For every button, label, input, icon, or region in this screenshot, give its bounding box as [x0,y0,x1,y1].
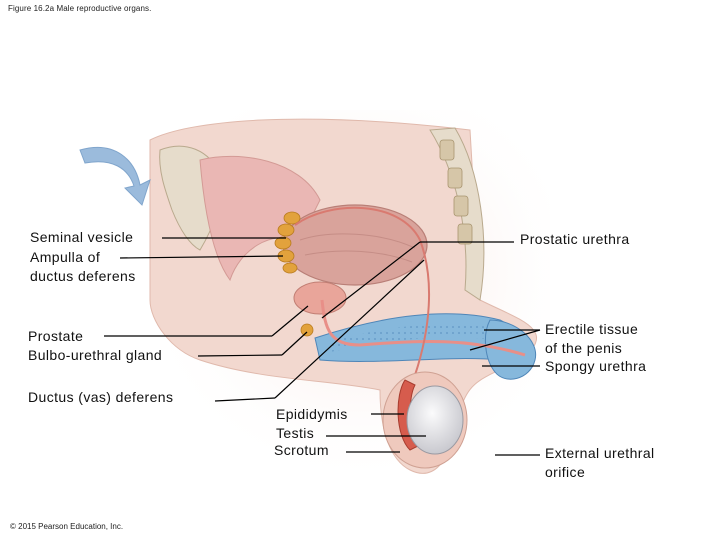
label-bulbourethral: Bulbo-urethral gland [28,347,163,363]
bladder-folds [299,233,416,263]
label-external-orifice: External urethral orifice [545,445,655,480]
testis-shape [406,385,464,455]
leader-bulbourethral [197,354,283,357]
bladder [282,204,428,286]
leader-ductus-diag [274,259,425,399]
leader-erectile-diag [469,329,541,351]
label-erectile-tissue: Erectile tissue of the penis [545,321,639,356]
erectile-dots [330,323,495,352]
figure-title: Figure 16.2a Male reproductive organs. [8,4,152,13]
leader-prostate-diag [271,305,309,337]
label-ampulla: Ampulla of ductus deferens [30,249,136,284]
label-epididymis: Epididymis [276,406,348,422]
copyright-credit: © 2015 Pearson Education, Inc. [10,522,124,531]
label-scrotum: Scrotum [274,442,329,458]
label-spongy-urethra: Spongy urethra [545,358,647,374]
label-ductus-deferens: Ductus (vas) deferens [28,389,174,405]
view-direction-arrow [79,146,151,206]
prostate-shape [293,281,347,315]
bulbourethral-shape [300,323,314,337]
label-seminal-vesicle: Seminal vesicle [30,229,134,245]
label-prostatic-urethra: Prostatic urethra [520,231,630,247]
leader-ampulla [119,255,284,259]
leader-prostatic-urethra-diag [321,241,421,319]
seminal-vesicle-shape [274,211,301,274]
label-testis: Testis [276,425,315,441]
leader-lines [104,237,541,456]
vertebrae [439,139,473,245]
leader-ductus [214,397,276,402]
urethra-shape [320,299,526,357]
pelvic-tissue [199,155,321,282]
leader-bulbourethral-diag [281,331,308,356]
label-prostate: Prostate [28,328,84,344]
